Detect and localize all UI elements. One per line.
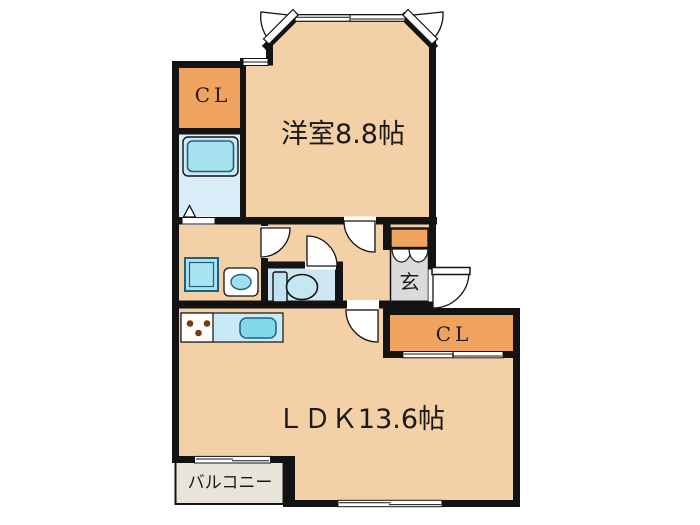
washing-machine	[184, 257, 219, 292]
casement-sash-right	[402, 8, 439, 45]
wall	[383, 351, 405, 358]
door-slab-bath	[181, 217, 216, 225]
label-ldk: ＬＤＫ13.6帖	[277, 404, 445, 435]
label-balcony: バルコニー	[188, 473, 273, 493]
wall	[503, 351, 520, 358]
wall	[172, 61, 246, 68]
washing-machine-inner	[188, 261, 215, 288]
label-entrance: 玄	[400, 270, 420, 294]
window-balcony	[194, 455, 271, 464]
stove-burner	[203, 320, 211, 327]
toilet-bowl	[285, 273, 319, 301]
wall	[335, 261, 343, 309]
wall	[383, 308, 390, 358]
doors	[181, 204, 504, 359]
window-ldk-bottom	[337, 499, 443, 508]
wall	[172, 61, 179, 463]
stove-burner	[195, 329, 202, 337]
entrance-step-scallop	[408, 248, 429, 263]
bathtub-inner	[186, 140, 235, 173]
door-leaf-entrance	[431, 266, 471, 276]
shoe-cabinet	[389, 227, 430, 250]
door-arc-entrance	[432, 271, 470, 309]
wall	[172, 217, 437, 225]
wall	[283, 456, 295, 507]
stove	[180, 312, 214, 343]
label-closet-right: CL	[436, 322, 473, 346]
stove-burner	[186, 320, 194, 327]
casement-sash-left	[262, 8, 299, 45]
label-western-room: 洋室8.8帖	[281, 119, 405, 150]
label-closet-top: CL	[195, 83, 232, 107]
wall	[261, 261, 307, 269]
wall	[429, 40, 436, 310]
wall	[383, 224, 391, 250]
door-arc-toilet	[306, 235, 338, 267]
door-arc-ldk	[345, 309, 379, 343]
closet-top-left	[176, 63, 243, 131]
toilet-tank	[272, 271, 288, 303]
wall	[270, 456, 295, 463]
door-arc-western	[343, 220, 376, 253]
opening-ldk-door	[347, 300, 379, 309]
wall	[513, 308, 520, 505]
wall	[172, 128, 246, 135]
closet-right	[388, 312, 515, 353]
room-western	[243, 17, 432, 220]
room-ldk	[176, 305, 515, 501]
wash-basin-bowl	[230, 273, 252, 291]
fixtures	[180, 136, 319, 343]
door-arc-washroom	[260, 227, 291, 258]
wall	[172, 300, 437, 309]
wall	[266, 40, 273, 64]
wall	[240, 61, 246, 224]
wall	[172, 456, 195, 463]
labels: 洋室8.8帖 ＬＤＫ13.6帖 CL CL 玄 バルコニー	[188, 83, 473, 493]
windows	[194, 8, 444, 508]
kitchen-sink	[239, 317, 277, 339]
wall	[383, 308, 520, 315]
